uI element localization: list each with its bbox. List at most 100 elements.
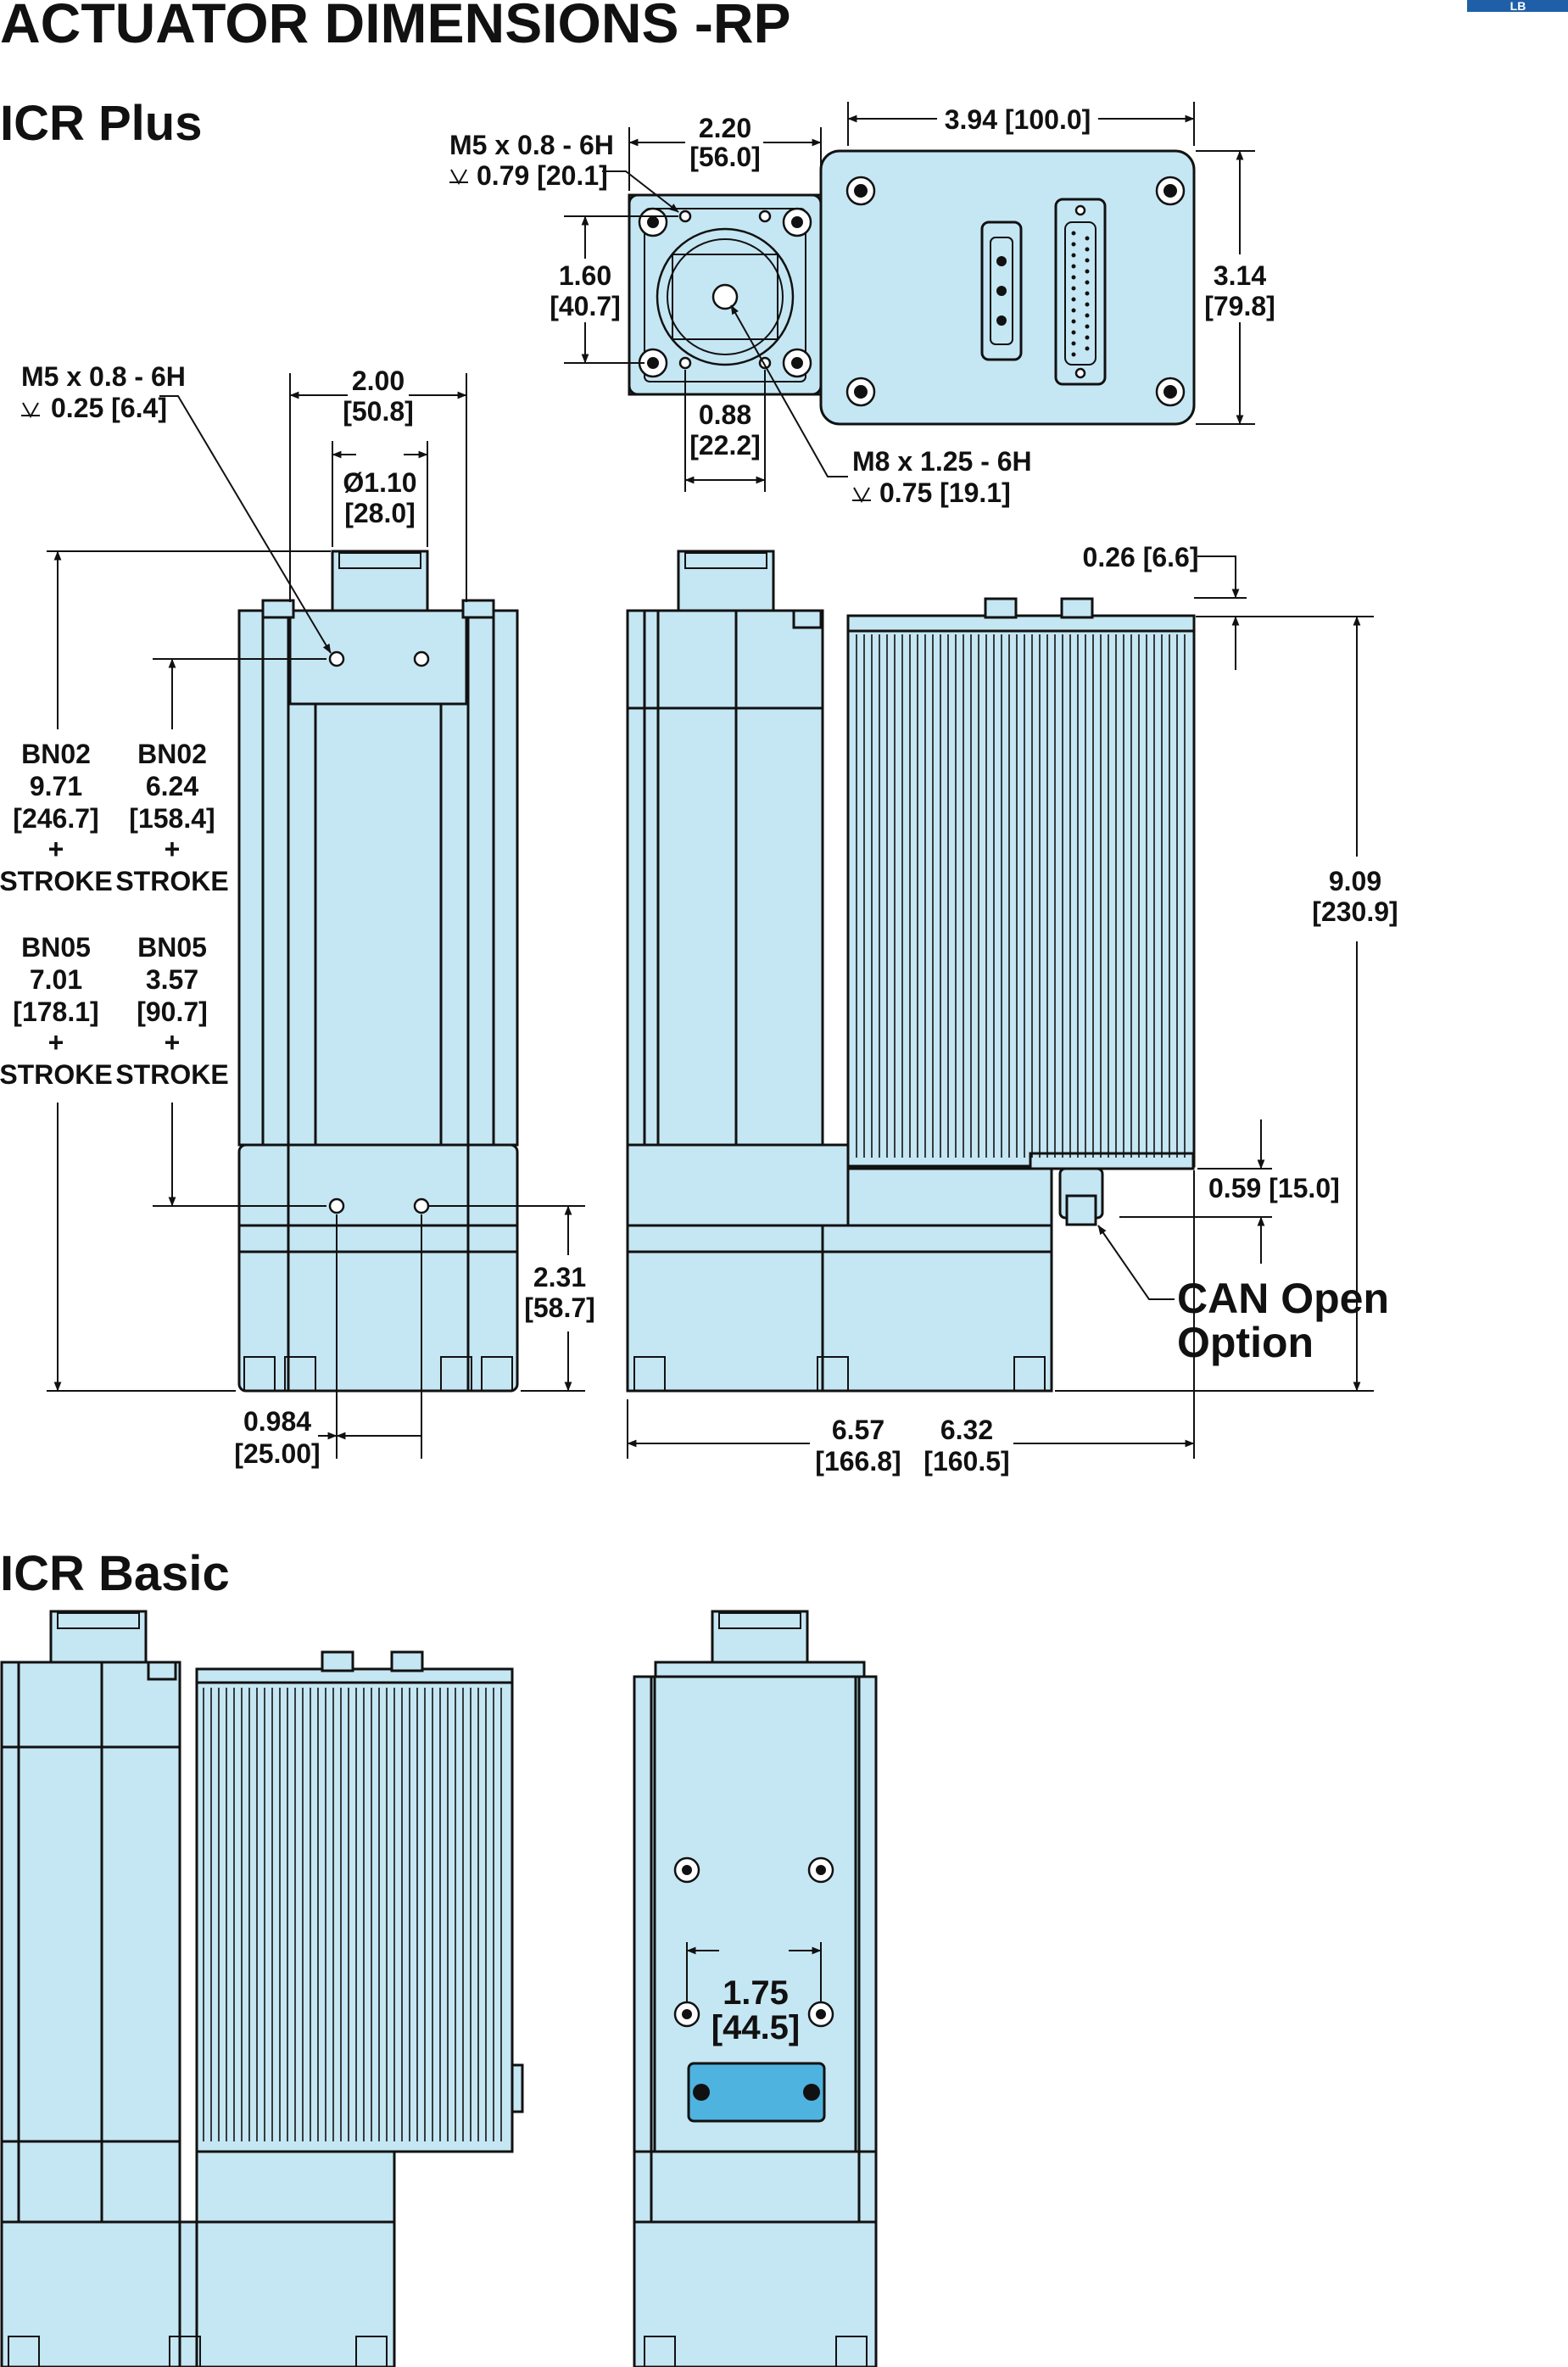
rod-end-slot [338, 552, 421, 569]
foot [817, 1356, 849, 1392]
db25-pin [1085, 335, 1090, 340]
db25-pin [1085, 258, 1090, 263]
tube-cap [461, 599, 495, 619]
foot [644, 2336, 676, 2367]
foot [243, 1356, 276, 1392]
drive-screw [854, 184, 868, 198]
connector-nub [1060, 597, 1094, 619]
foot [481, 1356, 513, 1392]
db25-pin [1071, 231, 1076, 236]
db25-pin [1071, 275, 1076, 280]
db25-pins [1071, 231, 1090, 357]
dim-length-b-1: 6.32 [940, 1415, 993, 1445]
db25-pin [1085, 269, 1090, 274]
power-connector-inner [990, 237, 1013, 345]
holes-bn02-stroke: STROKE [115, 866, 228, 896]
icr-plus-top-view: 2.20 [56.0] 3.94 [100.0] 3.14 [79.8] 1.6… [449, 102, 1275, 508]
overall-bn05-label: BN05 [21, 932, 91, 963]
holes-bn02-plus: + [165, 834, 181, 864]
dim-line [1197, 555, 1240, 599]
dim-body-height-1: 3.14 [1214, 260, 1266, 291]
dim-bolt-square-1: 1.60 [559, 260, 611, 291]
db25-pin [1085, 302, 1090, 307]
db25-pin [1071, 330, 1076, 335]
m8-center-hole [711, 283, 739, 310]
dim-drive-height-2: [230.9] [1312, 896, 1398, 927]
holes-bn05-label: BN05 [137, 932, 207, 963]
top-thread-spec-1: M5 x 0.8 - 6H [449, 130, 614, 160]
rear-screw [816, 2009, 826, 2019]
m5-hole [678, 356, 692, 370]
plate-screw [803, 2084, 820, 2101]
foot [1013, 1356, 1046, 1392]
depth-symbol [21, 402, 40, 419]
db25-pin [1071, 352, 1076, 357]
foot [355, 2336, 388, 2367]
dim-hole-offset-1: 0.88 [699, 399, 751, 430]
holes-bn05-plus: + [165, 1027, 181, 1058]
holes-bn02-label: BN02 [137, 739, 207, 769]
dim-rod-dia-2: [28.0] [344, 498, 416, 528]
dim-face-width-2: [56.0] [689, 142, 761, 172]
drive-screw [1163, 184, 1177, 198]
can-open-label-2: Option [1177, 1319, 1314, 1366]
can-open-label-1: CAN Open [1177, 1275, 1389, 1322]
leader-line [159, 395, 332, 654]
basic-rod-slot [57, 1612, 140, 1629]
connector-nub [321, 1650, 354, 1672]
db25-pin [1085, 324, 1090, 329]
dim-rear-spacing-2: [44.5] [711, 2009, 801, 2046]
plate-screw [693, 2084, 710, 2101]
basic-drive-cap [195, 1667, 514, 1684]
foot [633, 1356, 666, 1392]
motor-face-inner [644, 208, 806, 382]
db25-pin [1085, 247, 1090, 252]
depth-symbol [852, 487, 871, 504]
icr-plus-section-title: ICR Plus [0, 96, 203, 151]
drive-top-cap [846, 614, 1196, 633]
corner-screw [647, 357, 659, 369]
drive-base [626, 1143, 1053, 1393]
tube-cap [792, 609, 823, 629]
brand-badge: LB [1467, 0, 1568, 13]
base-hole [328, 1197, 345, 1214]
db25-pin [1071, 264, 1076, 269]
brand-badge-text: LB [1510, 0, 1526, 13]
side-port [511, 2063, 524, 2113]
db25-pin [1071, 286, 1076, 291]
side-rod-end [677, 550, 775, 612]
rod-thread-spec-2: 0.25 [6.4] [51, 393, 167, 423]
foot [440, 1356, 472, 1392]
db25-pin [1085, 280, 1090, 285]
holes-bn02-in: 6.24 [146, 771, 198, 801]
db25-screw [1074, 204, 1086, 216]
foot [8, 2336, 40, 2367]
tube-cap [261, 599, 295, 619]
leader-line [730, 304, 848, 477]
side-actuator-tube [626, 609, 824, 1147]
dim-drive-height-1: 9.09 [1329, 866, 1381, 896]
rear-rod-end [711, 1610, 809, 1664]
db25-connector [1054, 198, 1107, 386]
foot [169, 2336, 201, 2367]
rear-screw [816, 1865, 826, 1875]
dim-length-a-1: 6.57 [832, 1415, 884, 1445]
brand-badge-box [1467, 0, 1568, 12]
foot [284, 1356, 316, 1392]
base-block [237, 1143, 519, 1393]
rod-hole [328, 650, 345, 667]
corner-screw [791, 357, 803, 369]
m5-hole [678, 209, 692, 223]
corner-screw [647, 216, 659, 228]
rear-screw [682, 1865, 692, 1875]
holes-bn05-mm: [90.7] [137, 996, 208, 1027]
dim-can-offset: 0.59 [15.0] [1208, 1173, 1340, 1203]
rod-hole [413, 650, 430, 667]
base-hole [413, 1197, 430, 1214]
drive-screw [854, 385, 868, 399]
dim-base-height-2: [58.7] [524, 1292, 595, 1323]
depth-symbol [449, 169, 468, 186]
dim-body-height-2: [79.8] [1204, 291, 1275, 321]
dim-width-1: 2.00 [352, 366, 405, 396]
